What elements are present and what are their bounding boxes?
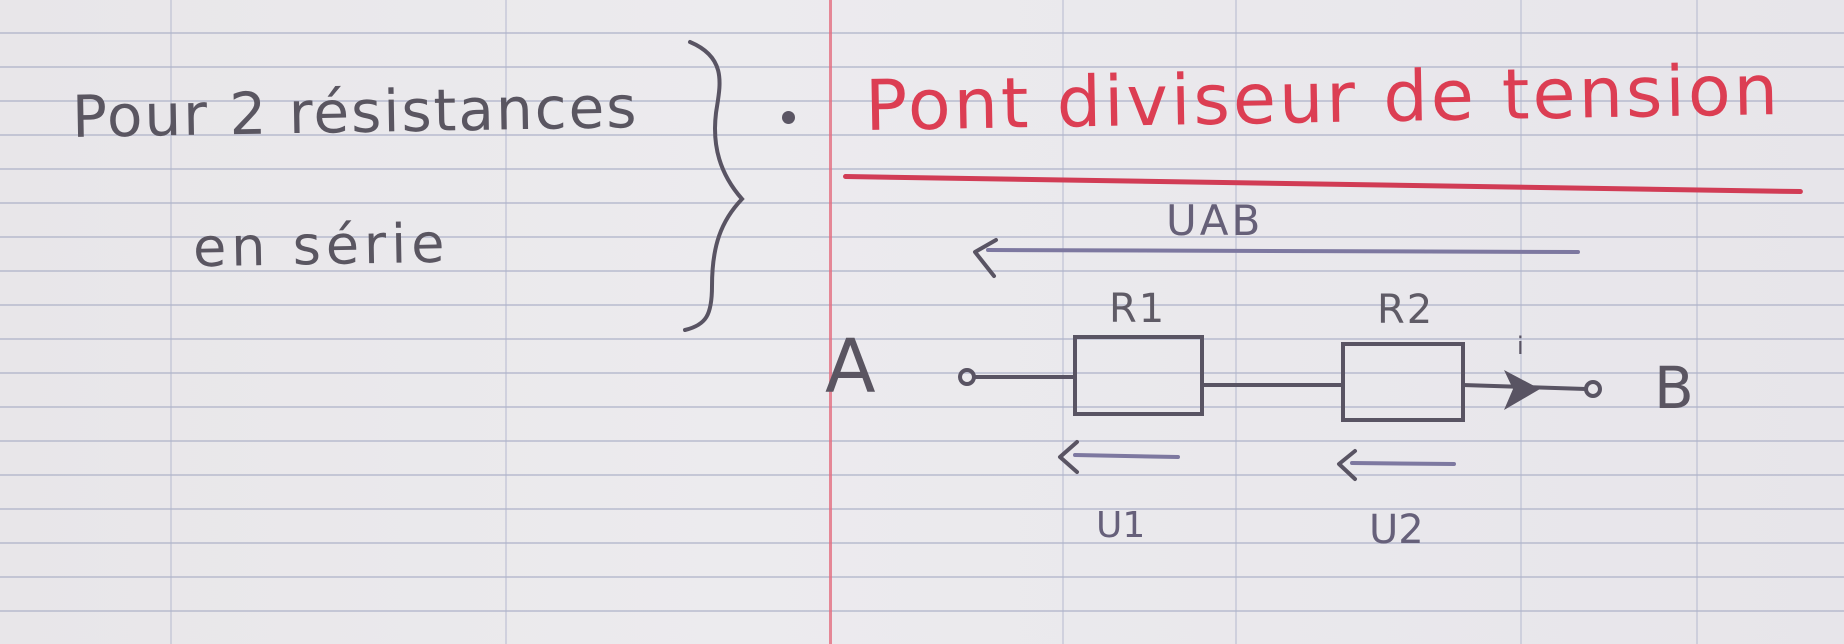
node-b-label: B (1654, 354, 1694, 422)
u2-arrow-line (1350, 461, 1456, 466)
resistor-2 (1341, 342, 1465, 422)
node-b-terminal (1584, 380, 1602, 398)
paper-grid-line (505, 0, 507, 644)
voltage-1-label: U1 (1096, 505, 1146, 546)
total-voltage-arrowhead (973, 238, 998, 278)
u1-arrowhead (1058, 440, 1079, 474)
resistor-2-label: R2 (1377, 287, 1435, 333)
total-voltage-label: UAB (1166, 196, 1264, 245)
paper-grid-line (170, 0, 172, 644)
bullet-point (782, 111, 795, 124)
node-a-label: A (825, 324, 876, 410)
u1-arrow-line (1073, 453, 1180, 459)
total-voltage-arrow-line (986, 248, 1580, 254)
brace (683, 40, 745, 332)
resistor-1-label: R1 (1109, 286, 1167, 332)
voltage-2-label: U2 (1369, 507, 1424, 553)
current-label: i (1517, 332, 1524, 360)
paper-grid-line (1062, 0, 1064, 644)
red-margin-line (829, 0, 832, 644)
paper-grid-line (1235, 0, 1237, 644)
u2-arrowhead (1337, 449, 1357, 481)
paper-grid-line (1520, 0, 1522, 644)
current-arrowhead (1504, 370, 1540, 410)
resistor-1 (1073, 335, 1204, 416)
paper-grid-line (1696, 0, 1698, 644)
node-a-terminal (958, 368, 976, 386)
diagram-title: Pont diviseur de tension (864, 49, 1782, 147)
